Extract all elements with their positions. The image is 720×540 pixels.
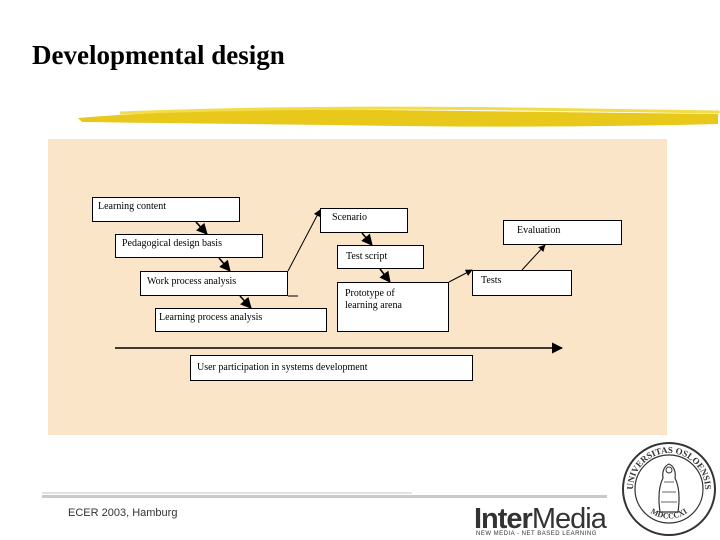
- box-label: Work process analysis: [147, 276, 237, 287]
- line-prototype-to-tests: [448, 269, 473, 283]
- arrow-content-to-pedagogical: [195, 221, 208, 235]
- box-learning-content: Learning content: [92, 197, 240, 222]
- box-learning-process-analysis: Learning process analysis: [155, 308, 327, 332]
- box-prototype: Prototype of learning arena: [337, 282, 449, 332]
- arrow-work-to-learning: [239, 295, 252, 309]
- box-label: User participation in systems developmen…: [197, 362, 368, 373]
- box-label-line1: Prototype of: [345, 288, 395, 299]
- university-seal-icon: UNIVERSITAS OSLOENSIS MDCCCXI: [622, 442, 716, 536]
- logo-media: Media: [531, 503, 607, 535]
- box-user-participation: User participation in systems developmen…: [190, 355, 473, 381]
- line-work-to-scenario: [287, 209, 321, 272]
- box-label: Pedagogical design basis: [122, 238, 222, 249]
- box-tests: Tests: [472, 270, 572, 296]
- box-label: Scenario: [332, 212, 367, 223]
- box-pedagogical-design-basis: Pedagogical design basis: [115, 234, 263, 258]
- logo-tagline: NEW MEDIA - NET BASED LEARNING: [476, 531, 597, 537]
- title-underline: [78, 106, 720, 127]
- box-label: Learning process analysis: [159, 312, 263, 323]
- footer-divider-light: [42, 492, 412, 494]
- box-work-process-analysis: Work process analysis: [140, 271, 288, 296]
- box-label: Test script: [346, 251, 388, 262]
- logo-inter: Inter: [474, 503, 533, 535]
- box-label-line2: learning arena: [345, 300, 402, 311]
- slide-title: Developmental design: [32, 40, 285, 70]
- box-label: Evaluation: [517, 225, 561, 236]
- footer-divider: [42, 495, 607, 498]
- arrow-testscript-to-prototype: [379, 268, 391, 283]
- arrow-pedagogical-to-work: [218, 257, 231, 272]
- arrow-tests-to-evaluation: [521, 244, 546, 271]
- footer-event: ECER 2003, Hamburg: [68, 507, 178, 519]
- arrow-scenario-to-testscript: [361, 232, 373, 246]
- box-label: Learning content: [98, 201, 167, 212]
- box-scenario: Scenario: [320, 208, 408, 233]
- box-evaluation: Evaluation: [503, 220, 622, 245]
- box-test-script: Test script: [337, 245, 424, 269]
- intermedia-logo: InterMedia: [474, 503, 607, 536]
- box-label: Tests: [481, 275, 502, 286]
